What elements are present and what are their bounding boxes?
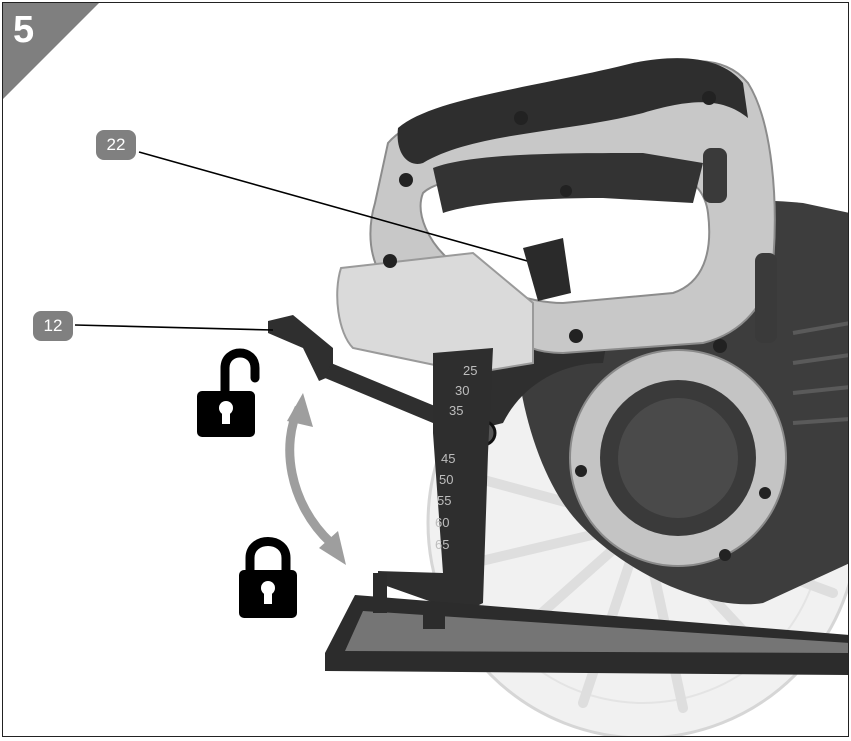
- scale-mark: 55: [437, 493, 451, 508]
- motor-cap: [569, 349, 787, 567]
- front-housing: [336, 251, 534, 375]
- scale-mark: 65: [435, 537, 449, 552]
- handle-grip: [397, 58, 748, 164]
- scale-mark: 25: [463, 363, 477, 378]
- double-curved-arrow-icon: [285, 393, 346, 565]
- scale-mark: 60: [435, 515, 449, 530]
- scale-mark: 45: [441, 451, 455, 466]
- depth-scale-bracket: [378, 348, 493, 613]
- step-corner-badge: [3, 3, 99, 99]
- padlock-open-icon: [197, 348, 260, 437]
- circular-saw-illustration: 25 30 35 45 50 55 60 65: [74, 58, 848, 736]
- depth-scale: 25 30 35 45 50 55 60 65: [435, 363, 477, 552]
- scale-mark: 50: [439, 472, 453, 487]
- base-plate: [325, 573, 848, 675]
- padlock-closed-icon: [239, 537, 297, 618]
- screws: [383, 91, 771, 561]
- scale-mark: 30: [455, 383, 469, 398]
- leader-line-22: [138, 151, 564, 272]
- scale-mark: 35: [449, 403, 463, 418]
- leader-line-12: [74, 324, 274, 331]
- callout-22: 22: [96, 130, 136, 160]
- blade-guard-lever: [523, 238, 571, 301]
- callout-12: 12: [33, 311, 73, 341]
- step-number: 5: [13, 9, 35, 51]
